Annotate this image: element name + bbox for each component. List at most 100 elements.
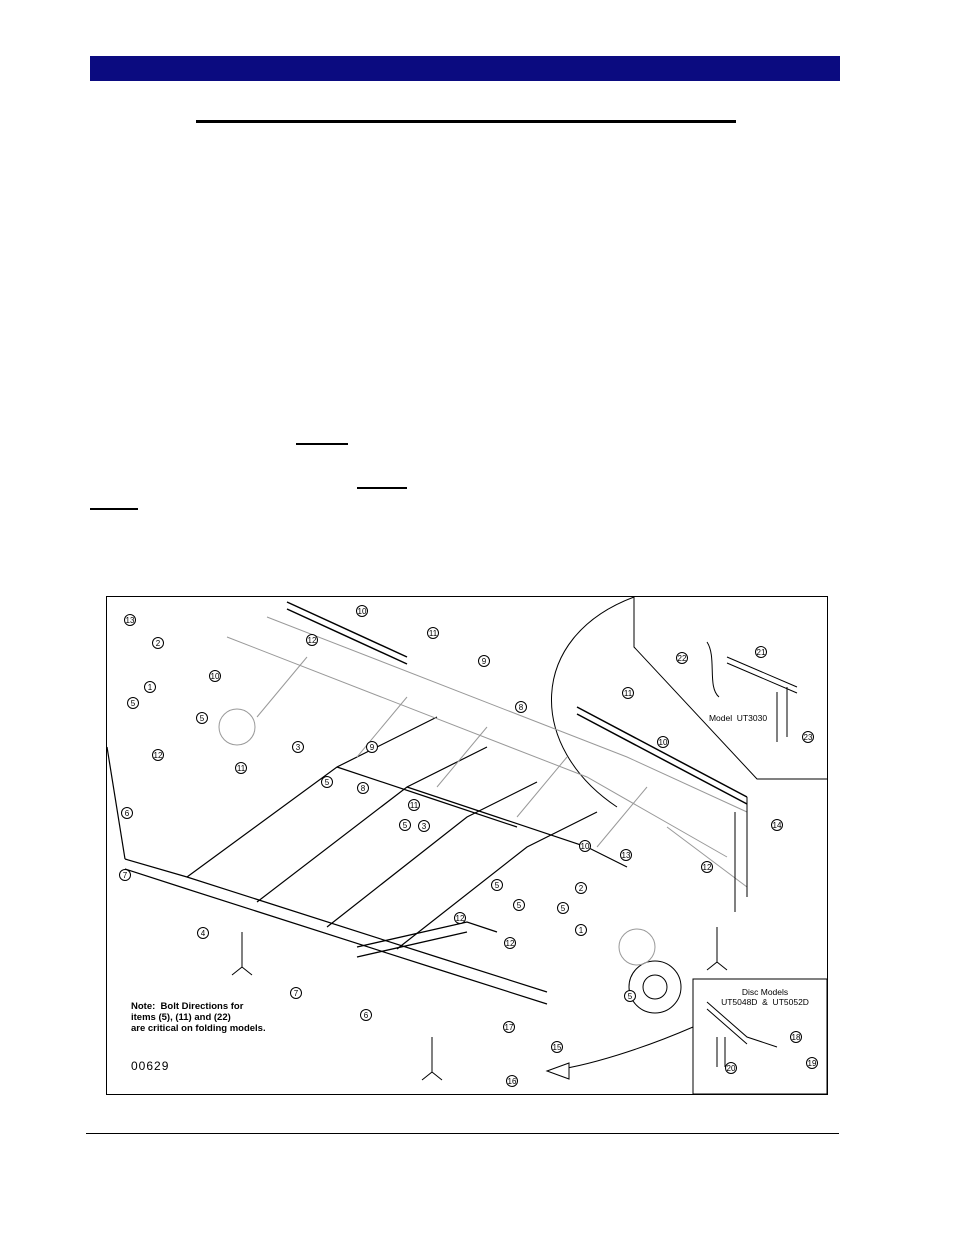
svg-text:13: 13	[622, 851, 631, 860]
callout-11-top: 11	[427, 627, 439, 639]
callout-5-left: 5	[127, 697, 139, 709]
callout-19: 19	[806, 1057, 818, 1069]
svg-text:12: 12	[456, 914, 465, 923]
svg-text:5: 5	[561, 904, 566, 913]
callout-5-mid-2: 5	[399, 819, 411, 831]
svg-text:7: 7	[123, 871, 128, 880]
svg-text:18: 18	[792, 1033, 801, 1042]
fold-bar-left	[286, 601, 408, 665]
callout-13-right: 13	[620, 849, 632, 861]
callout-5-right-2: 5	[557, 902, 569, 914]
svg-text:11: 11	[429, 629, 438, 638]
svg-text:9: 9	[370, 743, 375, 752]
svg-text:5: 5	[517, 901, 522, 910]
svg-text:2: 2	[579, 884, 584, 893]
svg-text:15: 15	[553, 1043, 562, 1052]
svg-text:5: 5	[131, 699, 136, 708]
svg-text:1: 1	[579, 926, 584, 935]
callout-12-left: 12	[152, 749, 164, 761]
callout-12-top: 12	[306, 634, 318, 646]
svg-text:9: 9	[482, 657, 487, 666]
shank-right	[706, 927, 728, 971]
inset-bottom-part	[706, 1001, 778, 1048]
callout-2-left: 2	[152, 637, 164, 649]
svg-text:8: 8	[519, 703, 524, 712]
frame-front	[107, 716, 628, 1005]
inset-top-border	[633, 597, 827, 780]
fold-bar-right	[576, 706, 748, 805]
callout-10-top: 10	[356, 605, 368, 617]
callout-1-left: 1	[144, 681, 156, 693]
text-underline-1	[296, 443, 348, 445]
bolt-direction-note: Note: Bolt Directions for items (5), (11…	[131, 1001, 266, 1034]
svg-text:21: 21	[757, 648, 766, 657]
svg-text:22: 22	[678, 654, 687, 663]
callout-15: 15	[551, 1041, 563, 1053]
svg-text:11: 11	[410, 801, 419, 810]
wheel-right-rear	[618, 928, 656, 966]
svg-text:16: 16	[508, 1077, 517, 1086]
svg-text:10: 10	[581, 842, 590, 851]
callout-5-mid: 5	[321, 776, 333, 788]
callout-16: 16	[506, 1075, 518, 1087]
svg-text:5: 5	[495, 881, 500, 890]
callout-20: 20	[725, 1062, 737, 1074]
svg-text:1: 1	[148, 683, 153, 692]
callout-9-mid: 9	[366, 741, 378, 753]
inset-curve	[550, 597, 635, 808]
callout-12-lower-2: 12	[504, 937, 516, 949]
svg-text:6: 6	[125, 809, 130, 818]
callout-18: 18	[790, 1031, 802, 1043]
svg-text:3: 3	[422, 822, 427, 831]
svg-text:19: 19	[808, 1059, 817, 1068]
svg-text:12: 12	[308, 636, 317, 645]
svg-text:10: 10	[358, 607, 367, 616]
inset-bottom-label: Disc Models UT5048D & UT5052D	[721, 987, 809, 1007]
callout-21: 21	[755, 646, 767, 658]
footer-rule	[86, 1133, 839, 1134]
header-bar	[90, 56, 840, 81]
callout-6-mid: 6	[360, 1009, 372, 1021]
callout-17: 17	[503, 1021, 515, 1033]
callout-2-right: 2	[575, 882, 587, 894]
callout-11-right: 11	[622, 687, 634, 699]
svg-text:5: 5	[325, 778, 330, 787]
callout-10-left: 10	[209, 670, 221, 682]
shank-mid	[421, 1037, 443, 1081]
svg-text:2: 2	[156, 639, 161, 648]
title-underline	[196, 120, 736, 123]
text-underline-3	[90, 508, 138, 510]
callout-6-left: 6	[121, 807, 133, 819]
parts-diagram-drawing: 13 2 1 5 5 12 10 11 6 7 4 7 6 3 5 9 8 10…	[107, 597, 827, 1094]
callout-5-right-3: 5	[491, 879, 503, 891]
callout-labels: 13 2 1 5 5 12 10 11 6 7 4 7 6 3 5 9 8 10…	[119, 605, 818, 1087]
frame-rear	[226, 616, 748, 888]
callout-10-right: 10	[657, 736, 669, 748]
svg-text:5: 5	[403, 821, 408, 830]
svg-text:14: 14	[773, 821, 782, 830]
inset-arrow-head	[545, 1062, 570, 1080]
wheel-right-hub	[642, 974, 668, 1000]
figure-number: 00629	[131, 1059, 170, 1073]
svg-text:12: 12	[154, 751, 163, 760]
callout-3-mid: 3	[418, 820, 430, 832]
wheel-right	[628, 960, 682, 1014]
hitch-arm	[356, 921, 498, 958]
svg-text:7: 7	[294, 989, 299, 998]
svg-text:13: 13	[126, 616, 135, 625]
callout-7-mid: 7	[290, 987, 302, 999]
callout-10-lower: 10	[579, 840, 591, 852]
callout-4: 4	[197, 927, 209, 939]
svg-text:11: 11	[237, 764, 246, 773]
svg-text:17: 17	[505, 1023, 514, 1032]
svg-text:11: 11	[624, 689, 633, 698]
svg-text:5: 5	[628, 992, 633, 1001]
callout-14: 14	[771, 819, 783, 831]
callout-8-right: 8	[515, 701, 527, 713]
inset-top-part	[726, 656, 798, 742]
shank-left	[231, 932, 253, 976]
inset-top-bracket	[706, 641, 720, 698]
text-underline-2	[357, 487, 407, 489]
callout-5-left-2: 5	[196, 712, 208, 724]
svg-text:23: 23	[804, 733, 813, 742]
